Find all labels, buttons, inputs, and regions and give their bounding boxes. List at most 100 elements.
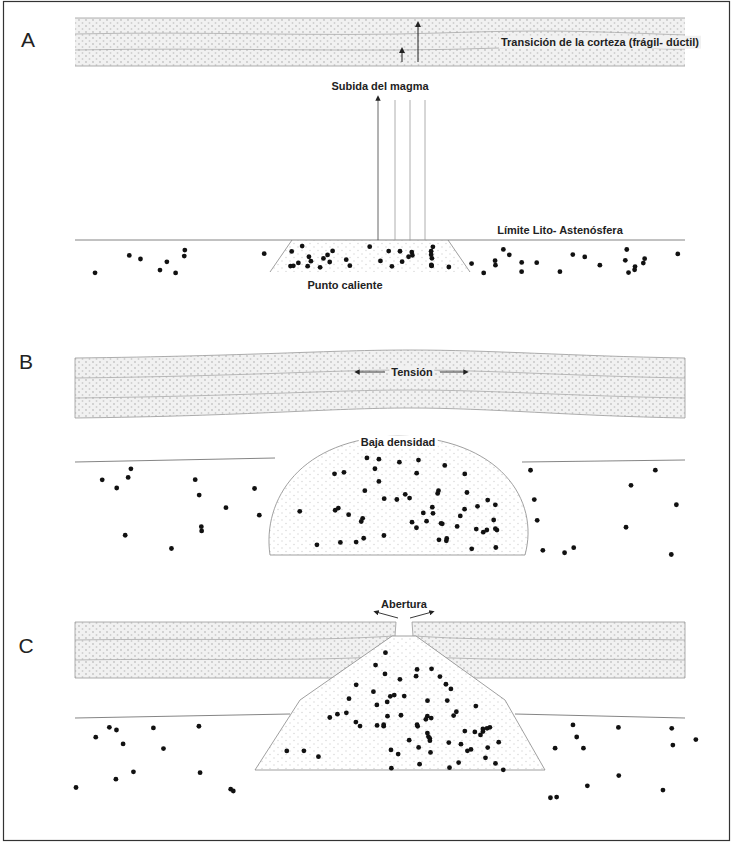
magma-dot [570, 252, 575, 257]
magma-dot [403, 492, 408, 497]
magma-dot [262, 251, 267, 256]
magma-dot [444, 682, 449, 687]
magma-dot [496, 740, 501, 745]
magma-dot [446, 265, 451, 270]
magma-dot [571, 545, 576, 550]
boundary-label: Límite Lito- Astenósfera [495, 224, 625, 237]
magma-dot [347, 696, 352, 701]
magma-dot [465, 490, 470, 495]
magma-dot [376, 479, 381, 484]
magma-dot [582, 255, 587, 260]
magma-dot [469, 546, 474, 551]
magma-dot [397, 460, 402, 465]
magma-dot [407, 738, 412, 743]
magma-dot [481, 271, 486, 276]
magma-dot [429, 263, 434, 268]
magma-dot [535, 518, 540, 523]
magma-dot [532, 497, 537, 502]
magma-dot [252, 486, 257, 491]
magma-dot [336, 506, 341, 511]
magma-dot [127, 253, 132, 258]
magma-dot [354, 540, 359, 545]
magma-dot [415, 722, 420, 727]
magma-dot [501, 767, 506, 772]
magma-dot [485, 745, 490, 750]
magma-dot [383, 650, 388, 655]
magma-dot [410, 520, 415, 525]
magma-dot [182, 254, 187, 259]
magma-dot [439, 521, 444, 526]
magma-dot [407, 496, 412, 501]
magma-dot [173, 270, 178, 275]
magma-dot [400, 259, 405, 264]
magma-dot [444, 538, 449, 543]
magma-dot [113, 777, 118, 782]
magma-dot [431, 511, 436, 516]
magma-dot [574, 735, 579, 740]
magma-dot [442, 463, 447, 468]
magma-dot [414, 471, 419, 476]
magma-dot [501, 247, 506, 252]
magma-dot [330, 249, 335, 254]
magma-dot [642, 256, 647, 261]
magma-dot [445, 698, 450, 703]
magma-dot [449, 687, 454, 692]
magma-dot [383, 672, 388, 677]
tension-label: Tensión [389, 366, 434, 379]
magma-dot [375, 723, 380, 728]
magma-dot [626, 270, 631, 275]
magma-dot [670, 743, 675, 748]
panel-letter: B [17, 350, 35, 374]
magma-dot [426, 734, 431, 739]
magma-dot [534, 260, 539, 265]
magma-dot [428, 750, 433, 755]
magma-dot [399, 713, 404, 718]
magma-dot [629, 483, 634, 488]
magma-dot [446, 740, 451, 745]
magma-dot [493, 526, 498, 531]
magma-dot [164, 259, 169, 264]
magma-dot [373, 663, 378, 668]
magma-dot [193, 477, 198, 482]
magma-dot [481, 530, 486, 535]
magma-dot [365, 456, 370, 461]
magma-dot [231, 789, 236, 794]
magma-dot [315, 542, 320, 547]
magma-dot [396, 752, 401, 757]
magma-dot [392, 693, 397, 698]
magma-dot [385, 699, 390, 704]
magma-dot [414, 525, 419, 530]
magma-dot [693, 737, 698, 742]
magma-dot [624, 247, 629, 252]
magma-dot [362, 488, 367, 493]
magma-dot [291, 263, 296, 268]
magma-dot [519, 269, 524, 274]
magma-dot [107, 725, 112, 730]
magma-dot [257, 513, 262, 518]
panel-b [75, 350, 685, 555]
magma-dot [367, 244, 372, 249]
magma-dot [327, 715, 332, 720]
magma-dot [585, 783, 590, 788]
magma-dot [121, 742, 126, 747]
hotspot-label: Punto caliente [305, 279, 384, 292]
magma-dot [296, 261, 301, 266]
magma-dot [414, 674, 419, 679]
magma-dot [182, 248, 187, 253]
magma-dot [415, 667, 420, 672]
magma-dot [158, 268, 163, 273]
magma-dot [597, 263, 602, 268]
magma-dot [528, 468, 533, 473]
magma-dot [161, 746, 166, 751]
magma-dot [138, 257, 143, 262]
magma-dot [129, 466, 134, 471]
magma-dot [100, 477, 105, 482]
magma-dot [385, 714, 390, 719]
magma-dot [423, 717, 428, 722]
magma-dot [456, 760, 461, 765]
magma-dot [318, 265, 323, 270]
magma-dot [309, 259, 314, 264]
magma-dot [382, 496, 387, 501]
magma-dot [169, 546, 174, 551]
